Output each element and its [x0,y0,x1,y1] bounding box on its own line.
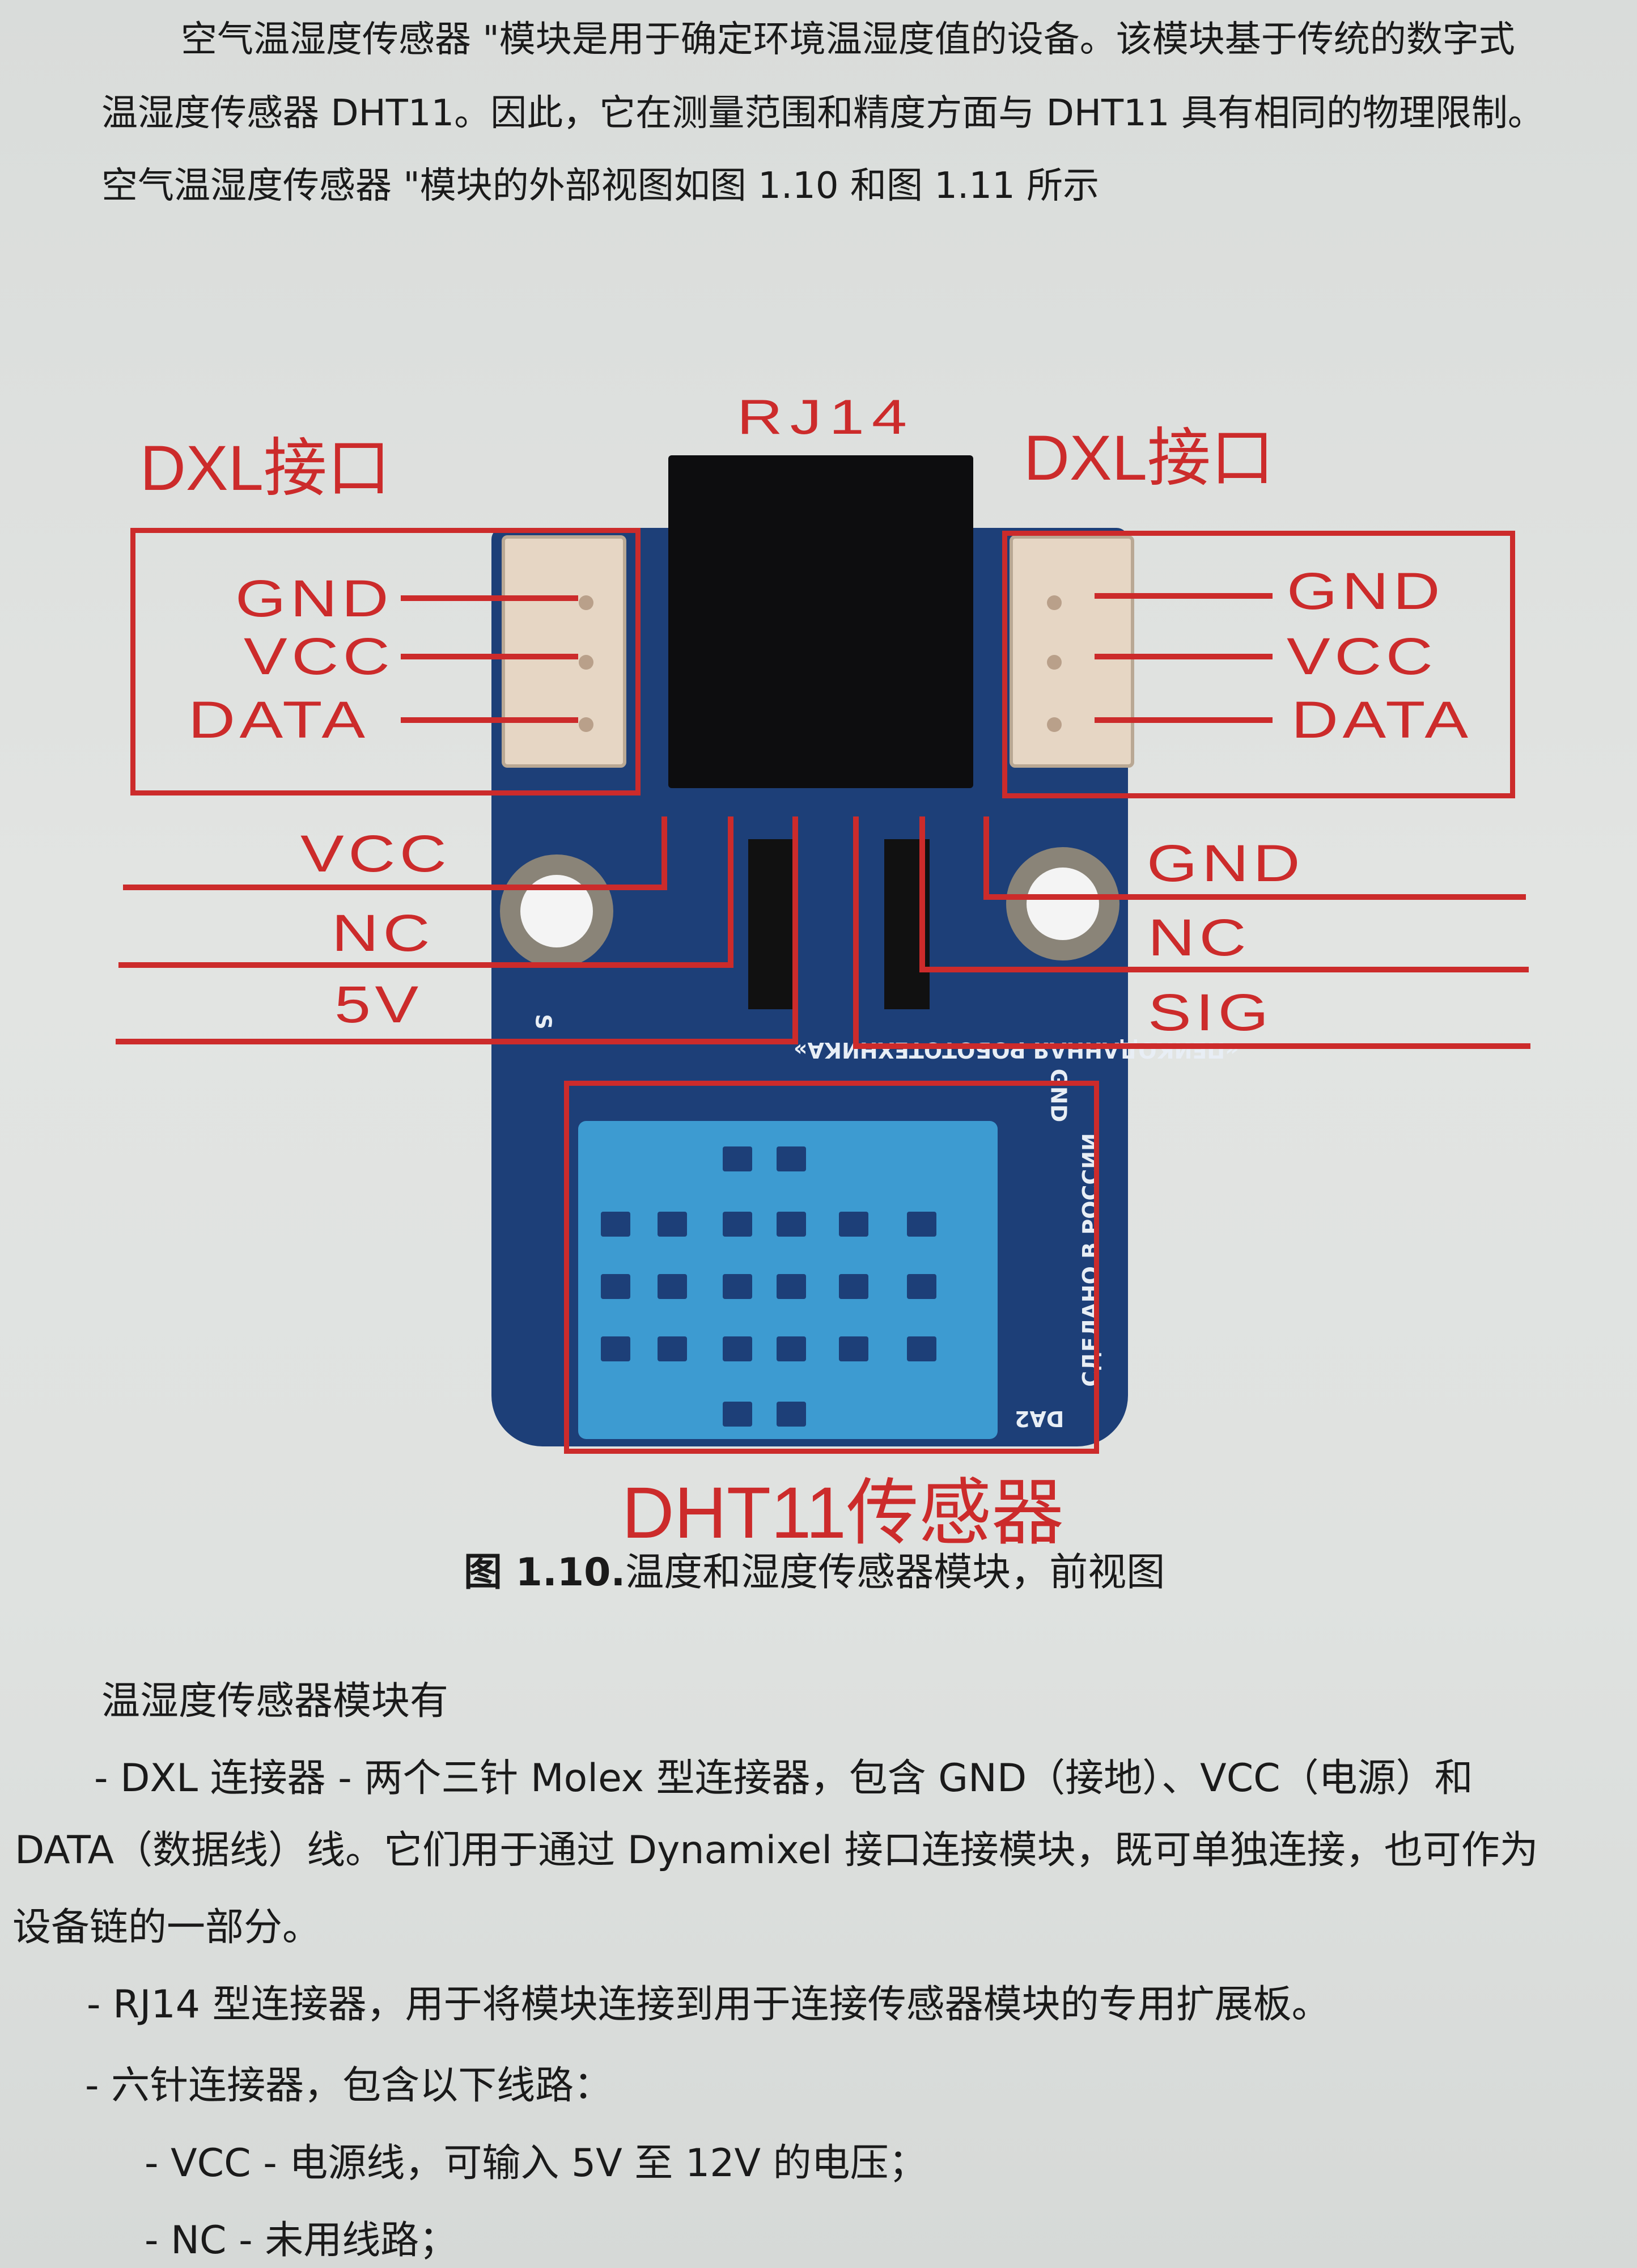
bottom-right-pin-gnd: GND [1147,835,1305,892]
intro-line-3: 空气温湿度传感器 "模块的外部视图如图 1.10 和图 1.11 所示 [101,165,1100,207]
rj14-label: RJ14 [737,390,914,445]
dxl-left-highlight [130,528,641,796]
body-p3: - 六针连接器，包含以下线路： [85,2063,613,2108]
left-pin-data: DATA [188,691,370,749]
dxl-right-label: DXL接口 [1024,422,1274,493]
silk-s: S [531,1014,556,1030]
rj14-connector [668,455,973,788]
right-dxl-connector [1010,535,1134,768]
bottom-left-pin-nc: NC [332,904,435,962]
body-heading: 温湿度传感器模块有 [101,1679,449,1724]
right-pin-gnd: GND [1287,562,1445,620]
intro-line-2: 温湿度传感器 DHT11。因此，它在测量范围和精度方面与 DHT11 具有相同的… [101,92,1544,134]
mounting-hole-right [1006,847,1119,960]
body-p1-line3: 设备链的一部分。 [12,1905,321,1950]
body-p1-line2: DATA（数据线）线。它们用于通过 Dynamixel 接口连接模块，既可单独连… [15,1828,1538,1873]
left-pin-gnd: GND [235,570,393,628]
body-p4: - VCC - 电源线，可输入 5V 至 12V 的电压； [145,2141,927,2186]
dht11-highlight [564,1081,1099,1454]
figure-caption: 图 1.10.温度和湿度传感器模块，前视图 [464,1554,1165,1592]
chip [748,839,794,1009]
bottom-left-pin-vcc: VCC [300,825,451,883]
caption-text: 温度和湿度传感器模块，前视图 [625,1550,1165,1595]
body-p1-line1: - DXL 连接器 - 两个三针 Molex 型连接器，包含 GND（接地）、V… [94,1756,1473,1801]
dxl-right-highlight [1002,531,1515,798]
intro-line-1: 空气温湿度传感器 "模块是用于确定环境温湿度值的设备。该模块基于传统的数字式 [181,19,1515,61]
left-pin-vcc: VCC [244,628,395,686]
bottom-right-pin-sig: SIG [1148,984,1273,1042]
right-pin-data: DATA [1291,691,1473,749]
body-p2: - RJ14 型连接器，用于将模块连接到用于连接传感器模块的专用扩展板。 [87,1982,1330,2027]
dht11-sensor [578,1121,998,1439]
mounting-hole-left [500,854,613,968]
caption-number: 图 1.10. [464,1550,626,1595]
body-p5: - NC - 未用线路； [145,2218,458,2263]
right-pin-vcc: VCC [1287,628,1437,686]
bottom-left-pin-5v: 5V [334,976,423,1034]
dxl-left-label: DXL接口 [140,433,391,503]
left-dxl-connector [502,535,626,768]
bottom-right-pin-nc: NC [1148,909,1251,967]
dht11-label: DHT11传感器 [622,1472,1064,1554]
